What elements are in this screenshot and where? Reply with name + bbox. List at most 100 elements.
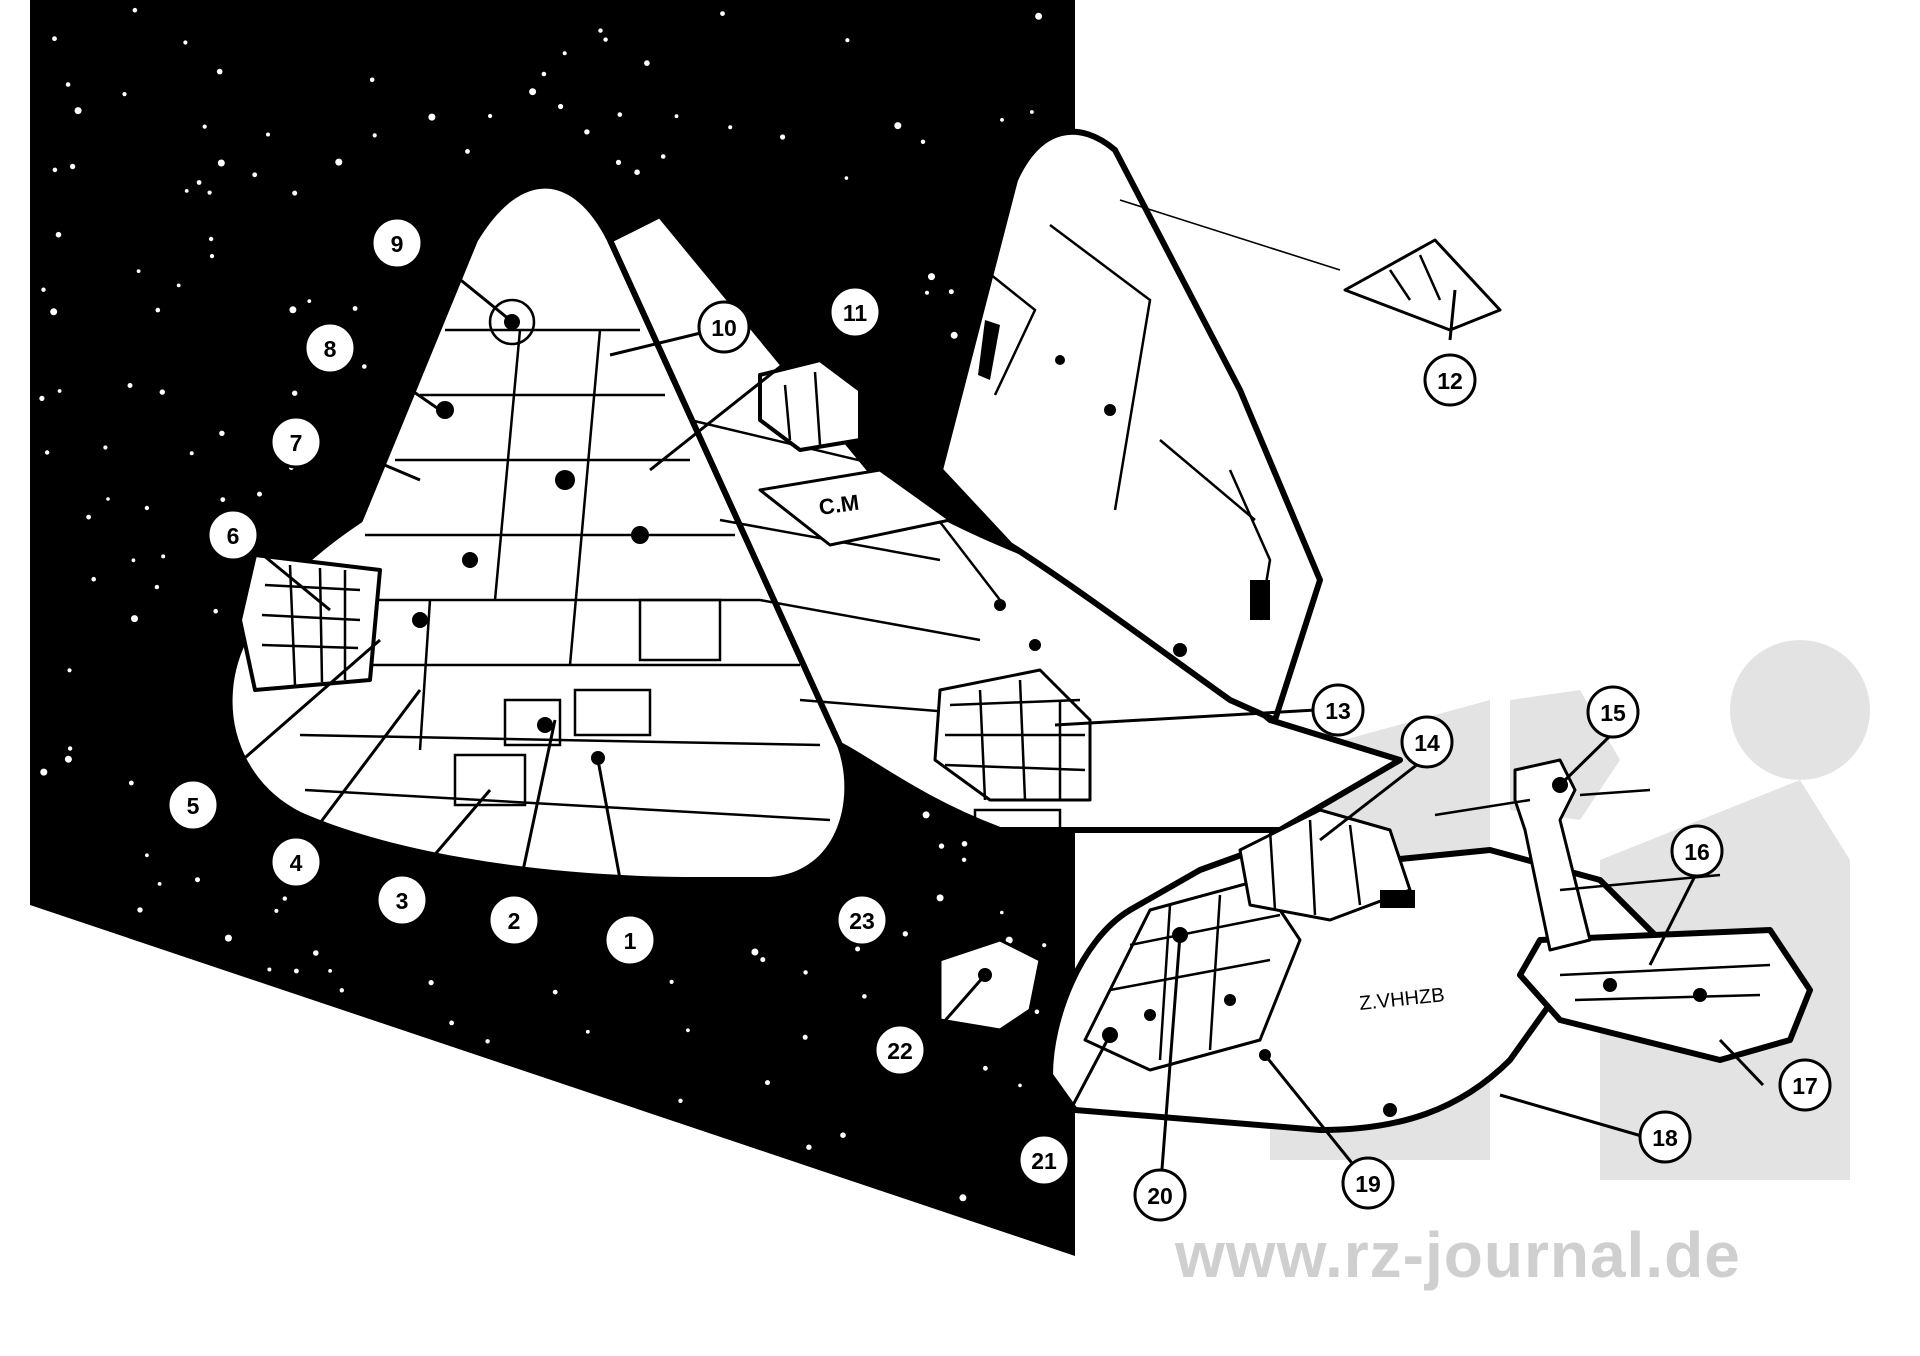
callout-circle	[1778, 1058, 1832, 1112]
star	[131, 558, 136, 563]
star	[352, 306, 358, 311]
star	[485, 1039, 490, 1044]
star	[289, 306, 297, 314]
callout-label: 20	[1147, 1183, 1173, 1209]
star	[136, 269, 141, 273]
star	[145, 853, 149, 858]
star	[294, 968, 299, 974]
callout-label: 1	[624, 928, 637, 954]
star	[372, 133, 377, 138]
star	[1000, 910, 1004, 915]
star	[585, 1029, 590, 1034]
star	[189, 451, 194, 456]
star	[802, 1034, 808, 1040]
callout-label: 21	[1031, 1148, 1057, 1174]
star	[728, 125, 733, 130]
star	[335, 158, 343, 166]
star	[369, 77, 375, 83]
callout-label: 17	[1792, 1073, 1818, 1099]
star	[844, 176, 849, 180]
star	[806, 1144, 812, 1150]
star	[41, 287, 46, 292]
callout-circle	[166, 778, 220, 832]
rear-platform	[1434, 758, 1813, 1063]
callout-label: 16	[1684, 839, 1710, 865]
callout-label: 15	[1600, 700, 1626, 726]
callout-10: 10	[697, 300, 751, 354]
star	[224, 934, 232, 942]
callout-22: 22	[873, 1023, 927, 1077]
star	[674, 114, 679, 119]
star	[91, 576, 96, 582]
star	[57, 389, 62, 393]
star	[938, 843, 945, 849]
callout-label: 10	[711, 315, 737, 341]
star	[157, 882, 162, 886]
callout-circle	[835, 893, 889, 947]
star	[106, 497, 110, 501]
star	[127, 383, 133, 388]
callout-label: 4	[290, 850, 303, 876]
star	[65, 82, 71, 87]
star	[67, 746, 73, 751]
callout-12: 12	[1423, 353, 1477, 407]
star	[1034, 1009, 1040, 1015]
callout-3: 3	[375, 873, 429, 927]
star	[558, 103, 564, 110]
star	[257, 491, 262, 497]
star	[219, 430, 225, 436]
callout-circle	[269, 835, 323, 889]
callout-label: 6	[227, 523, 240, 549]
star	[678, 1098, 683, 1104]
star	[292, 390, 298, 396]
star	[103, 445, 108, 450]
callout-circle	[1423, 353, 1477, 407]
callout-label: 8	[324, 336, 337, 362]
star	[213, 608, 218, 614]
callout-circle	[375, 873, 429, 927]
callout-circle	[269, 415, 323, 469]
callout-circle	[1670, 824, 1724, 878]
star	[562, 51, 567, 56]
callout-16: 16	[1670, 824, 1724, 878]
star	[202, 124, 207, 129]
star	[1042, 943, 1047, 948]
callout-label: 23	[849, 908, 875, 934]
callout-14: 14	[1400, 715, 1454, 769]
star	[983, 1065, 988, 1071]
star	[252, 172, 258, 178]
star	[216, 68, 223, 75]
star	[845, 38, 850, 43]
star	[339, 988, 344, 993]
callout-circle	[370, 216, 424, 270]
star	[1018, 1083, 1022, 1088]
watermark-text: www.rz-journal.de	[1175, 1219, 1741, 1291]
callout-label: 2	[508, 908, 521, 934]
star	[161, 554, 166, 559]
star	[894, 122, 902, 130]
star	[922, 811, 930, 819]
star	[902, 931, 908, 937]
star	[1005, 936, 1013, 944]
star	[328, 969, 332, 973]
callout-6: 6	[206, 508, 260, 562]
star	[50, 308, 58, 316]
star	[220, 497, 226, 502]
star	[144, 505, 150, 511]
callout-23: 23	[835, 893, 889, 947]
callout-11: 11	[828, 285, 882, 339]
callout-label: 9	[391, 231, 404, 257]
star	[154, 584, 160, 590]
callout-circle	[1341, 1156, 1395, 1210]
star	[529, 88, 537, 96]
star	[428, 113, 436, 121]
star	[74, 107, 82, 115]
star	[1030, 110, 1034, 114]
star	[137, 907, 143, 913]
star	[598, 28, 603, 33]
callout-9: 9	[370, 216, 424, 270]
callout-label: 18	[1652, 1125, 1678, 1151]
callout-5: 5	[166, 778, 220, 832]
callout-circle	[1311, 683, 1365, 737]
